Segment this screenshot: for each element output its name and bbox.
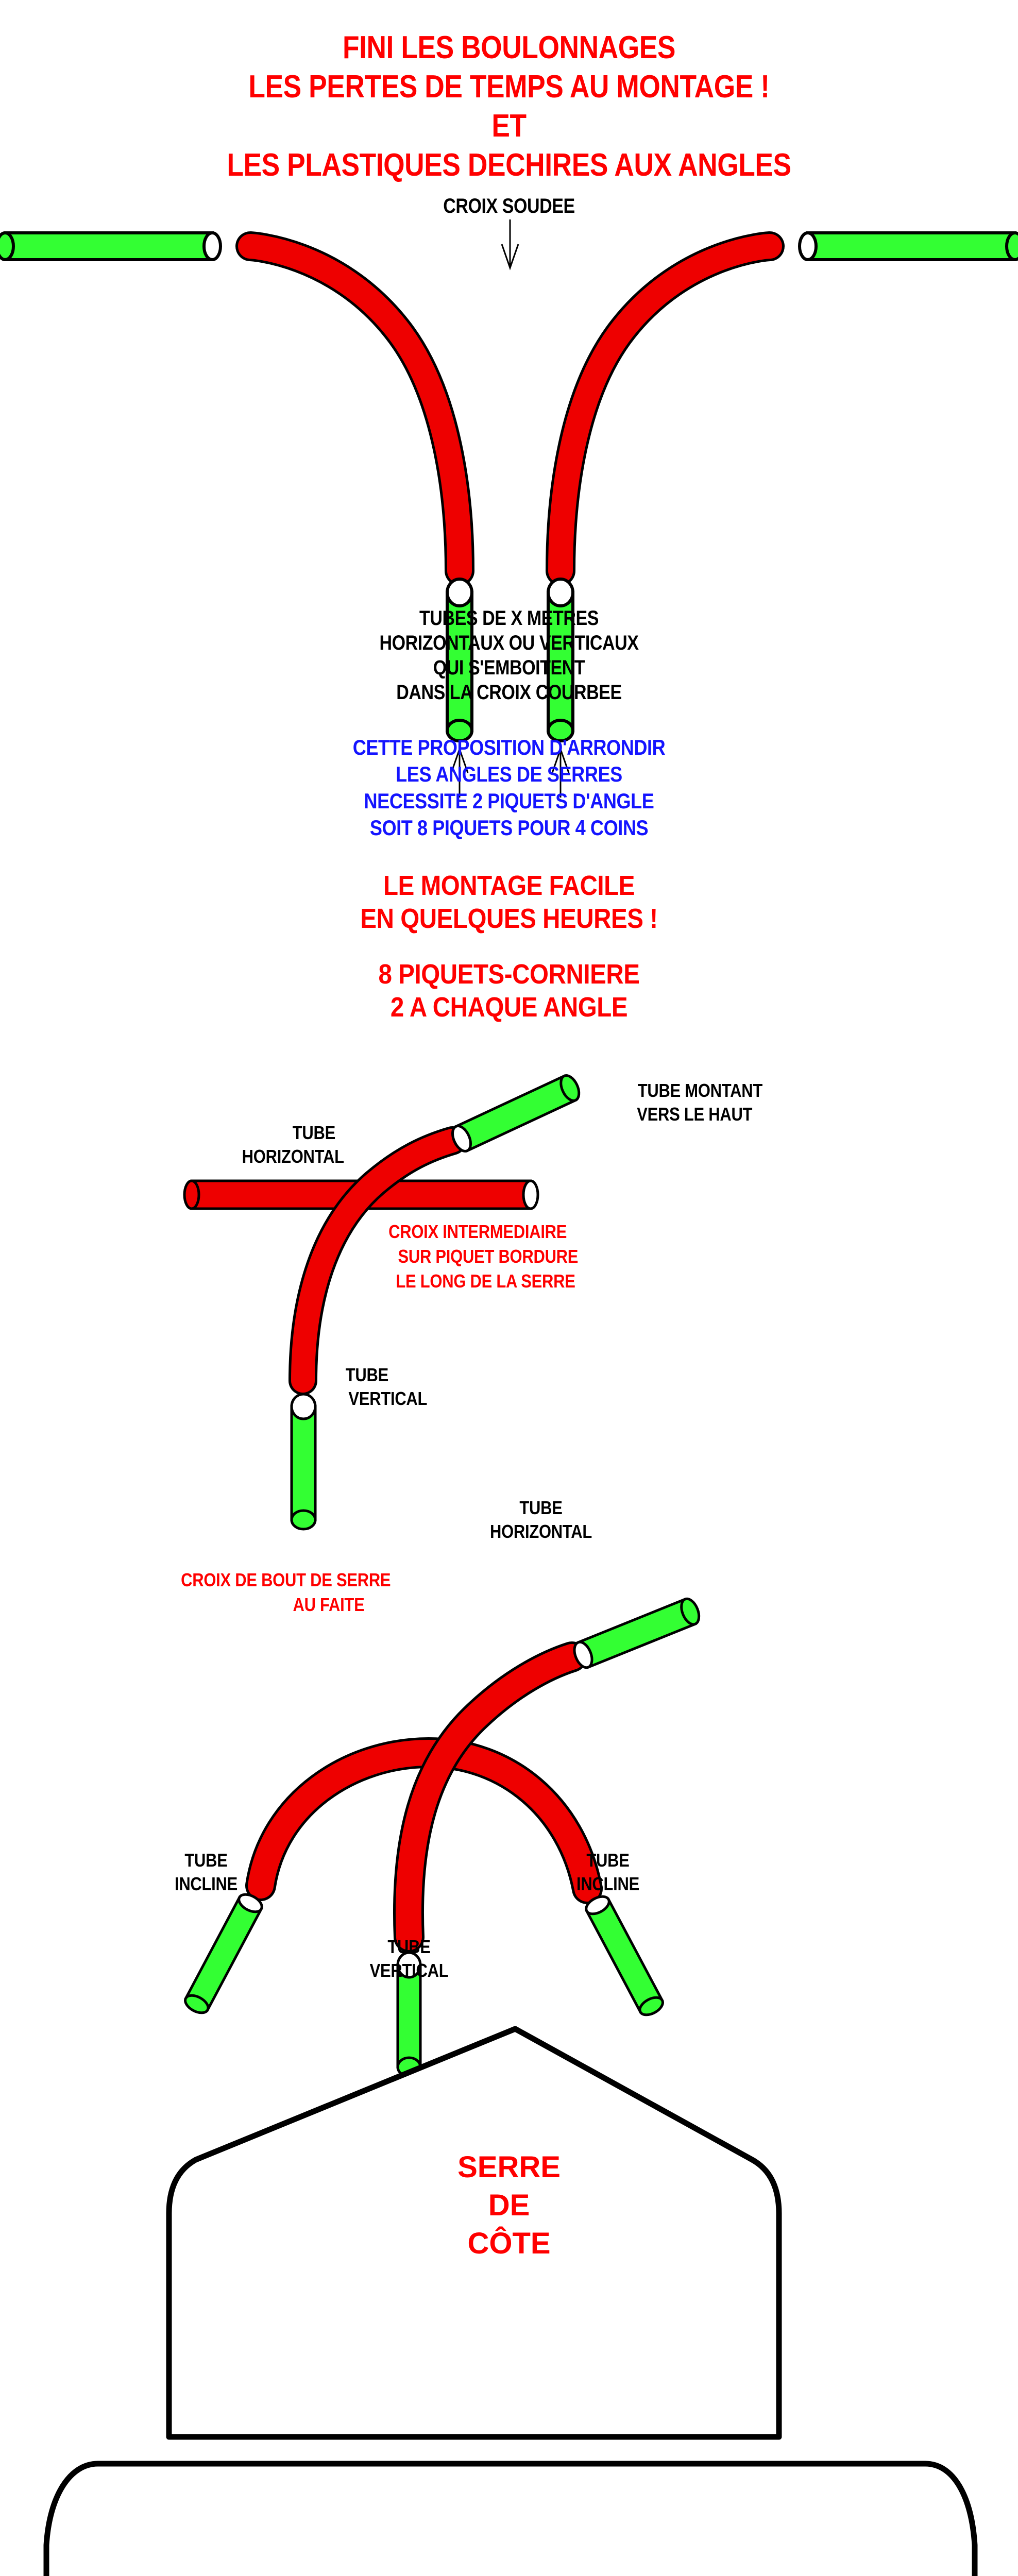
figure2-note-line-3: LE LONG DE LA SERRE	[396, 1270, 575, 1292]
figure3-label-tube-horizontal-line-1: TUBE	[519, 1497, 563, 1518]
figure2-note-line-2: SUR PIQUET BORDURE	[398, 1246, 579, 1267]
greenhouse-side-line-2: DE	[488, 2189, 530, 2223]
figure3-label-tube-incline-left-line-1: TUBE	[184, 1850, 228, 1871]
green-tube-horizontal-right	[798, 231, 1018, 261]
red-block-2-line-1: 8 PIQUETS-CORNIERE	[378, 959, 640, 990]
red-block-1-line-2: EN QUELQUES HEURES !	[360, 903, 658, 934]
arrow-up-right-icon	[551, 747, 570, 798]
figure2-label-tube-horizontal-line-1: TUBE	[292, 1122, 336, 1143]
greenhouse-front-silhouette	[43, 2461, 978, 2576]
green-tube-montant	[451, 1074, 581, 1153]
figure3-label-tube-vertical-line-2: VERTICAL	[369, 1960, 449, 1981]
green-tube-vertical	[290, 1393, 317, 1531]
headline-line-2: LES PERTES DE TEMPS AU MONTAGE !	[248, 69, 770, 105]
arrow-up-left-icon	[450, 747, 469, 798]
curved-red-cross	[235, 231, 785, 586]
headline-line-1: FINI LES BOULONNAGES	[342, 30, 676, 65]
figure2-label-tube-horizontal-line-2: HORIZONTAL	[242, 1146, 344, 1167]
greenhouse-side-label: SERRE DE CÔTE	[0, 2148, 1018, 2263]
figure2-label-tube-vertical-line-1: TUBE	[345, 1364, 389, 1385]
figure3-label-tube-incline-right-line-1: TUBE	[586, 1850, 630, 1871]
green-tube-incline-right	[585, 1895, 664, 2016]
headline-line-4: LES PLASTIQUES DECHIRES AUX ANGLES	[227, 147, 791, 183]
figure1-caption-line-2: HORIZONTAUX OU VERTICAUX	[379, 632, 639, 654]
arrow-down-icon	[501, 219, 519, 270]
green-tube-vertical-right	[547, 578, 574, 742]
figure3-label-tube-horizontal-line-2: HORIZONTAL	[489, 1521, 592, 1542]
green-tube-incline-left	[184, 1893, 263, 2014]
headline-line-3: ET	[491, 108, 527, 144]
green-tube-vertical-left	[446, 578, 473, 742]
figure2-label-tube-montant-line-2: VERS LE HAUT	[637, 1104, 753, 1125]
greenhouse-side-line-3: CÔTE	[467, 2227, 551, 2261]
figure2-note-line-1: CROIX INTERMEDIAIRE	[388, 1221, 567, 1242]
figure3-label-tube-vertical-line-1: TUBE	[387, 1936, 431, 1957]
figure1-caption-line-4: DANS LA CROIX COURBEE	[396, 681, 622, 704]
figure2-label-tube-vertical-line-2: VERTICAL	[348, 1388, 428, 1409]
blue-block-line-1: CETTE PROPOSITION D'ARRONDIR	[352, 735, 666, 759]
greenhouse-side-silhouette	[166, 2026, 782, 2440]
curved-red-elbow	[289, 1126, 467, 1395]
blue-block-line-3: NECESSITE 2 PIQUETS D'ANGLE	[364, 789, 654, 813]
red-block-2-line-2: 2 A CHAQUE ANGLE	[390, 992, 628, 1023]
figure3-note-line-1: CROIX DE BOUT DE SERRE	[181, 1569, 391, 1590]
figure2-label-tube-montant-line-1: TUBE MONTANT	[637, 1080, 763, 1101]
figure3-end-cross-diagram	[184, 1597, 701, 2078]
curved-red-ridge	[393, 1641, 587, 1953]
blue-block-line-4: SOIT 8 PIQUETS POUR 4 COINS	[369, 816, 649, 840]
greenhouse-side-line-1: SERRE	[457, 2150, 561, 2184]
figure3-label-tube-incline-left-line-2: INCLINE	[174, 1873, 238, 1894]
figure1-welded-cross-diagram	[0, 219, 1018, 798]
figure3-label-tube-incline-right-line-2: INCLINE	[576, 1873, 640, 1894]
blue-block-line-2: LES ANGLES DE SERRES	[396, 762, 622, 786]
green-tube-horizontal	[573, 1597, 701, 1669]
figure1-caption-line-1: TUBES DE X METRES	[419, 607, 599, 630]
green-tube-horizontal-left	[0, 231, 222, 261]
red-block-1-line-1: LE MONTAGE FACILE	[383, 870, 635, 901]
figure1-caption-line-3: QUI S'EMBOITENT	[433, 656, 585, 679]
figure1-title: CROIX SOUDEE	[443, 195, 575, 217]
figure3-note-line-2: AU FAITE	[293, 1594, 365, 1615]
figure2-intermediate-cross-diagram	[183, 1074, 581, 1531]
